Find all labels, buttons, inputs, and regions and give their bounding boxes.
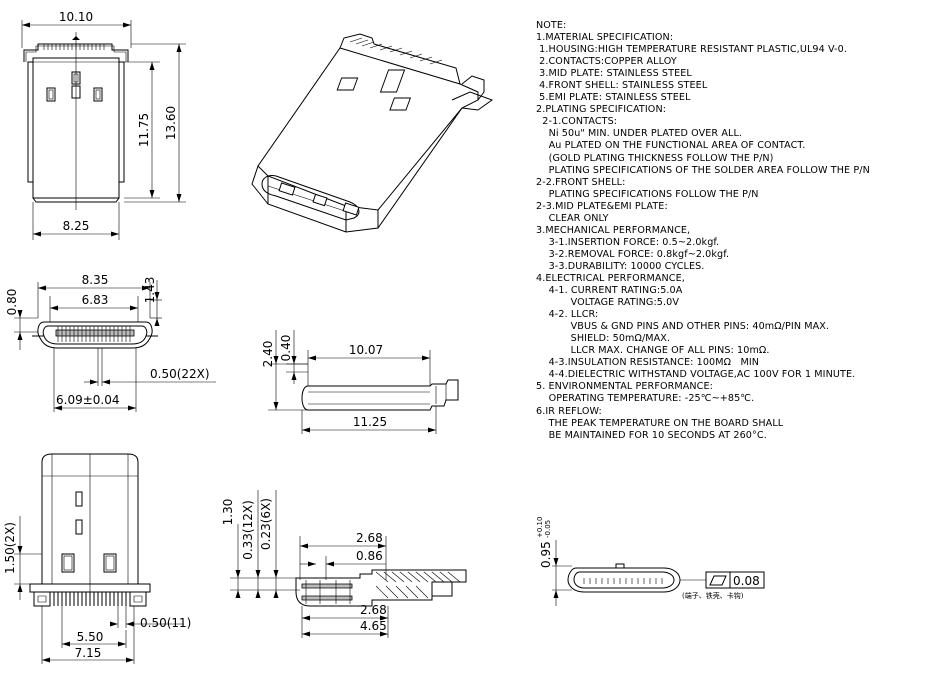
note-line: 2-2.FRONT SHELL: bbox=[536, 176, 626, 188]
top-pins bbox=[43, 44, 105, 50]
dim-side-height-total: 2.40 bbox=[261, 341, 275, 368]
flatness-view: 0.95 +0.10 -0.05 0.08 (端子、铁壳、卡钩) bbox=[536, 517, 765, 606]
dim-front-inner-width: 6.83 bbox=[82, 293, 109, 307]
window-right bbox=[93, 87, 103, 102]
note-line: Au PLATED ON THE FUNCTIONAL AREA OF CONT… bbox=[536, 140, 806, 152]
dim-side-length-bottom: 11.25 bbox=[353, 415, 387, 429]
flatness-value: 0.08 bbox=[733, 574, 760, 588]
dim-section-bottom-a: 2.68 bbox=[360, 603, 387, 617]
dim-flatness-height: 0.95 bbox=[539, 541, 553, 568]
dim-section-bottom-b: 4.65 bbox=[360, 619, 387, 633]
dim-bottom-pitch: 0.50(11) bbox=[140, 616, 191, 630]
dim-flatness-tol-plus: +0.10 bbox=[536, 517, 544, 538]
flatness-note: (端子、铁壳、卡钩) bbox=[682, 591, 744, 600]
note-line: 4-1. CURRENT RATING:5.0A bbox=[536, 285, 683, 297]
side-view: 2.40 0.40 10.07 11.25 bbox=[261, 330, 459, 434]
dim-section-lead-b: 0.23(6X) bbox=[259, 498, 273, 550]
note-line: 4-2. LLCR: bbox=[536, 309, 599, 321]
flatness-icon bbox=[709, 575, 727, 586]
note-line: Ni 50u" MIN. UNDER PLATED OVER ALL. bbox=[536, 128, 743, 140]
note-line: PLATING SPECIFICATIONS OF THE SOLDER ARE… bbox=[536, 164, 870, 176]
note-line: 4.ELECTRICAL PERFORMANCE, bbox=[536, 272, 685, 284]
note-line: SHIELD: 50mΩ/MAX. bbox=[536, 333, 671, 345]
dim-top-width-bottom: 8.25 bbox=[63, 219, 90, 233]
dim-front-pad-span: 6.09±0.04 bbox=[56, 393, 120, 407]
bottom-view: 1.50(2X) 0.50(11) 5.50 7.15 bbox=[3, 453, 191, 664]
note-line: 1.HOUSING:HIGH TEMPERATURE RESISTANT PLA… bbox=[536, 44, 847, 56]
note-line: 2.PLATING SPECIFICATION: bbox=[536, 104, 667, 116]
note-line: VBUS & GND PINS AND OTHER PINS: 40mΩ/PIN… bbox=[536, 321, 830, 333]
dim-top-width: 10.10 bbox=[59, 10, 93, 24]
bottom-pins bbox=[53, 592, 127, 606]
dim-section-top-a: 2.68 bbox=[356, 531, 383, 545]
dim-side-height-step: 0.40 bbox=[279, 335, 293, 362]
dim-bottom-span-inner: 5.50 bbox=[77, 630, 104, 644]
dim-section-lead-a: 0.33(12X) bbox=[241, 500, 255, 560]
note-line: 4-3.INSULATION RESISTANCE: 100MΩ MIN bbox=[536, 357, 760, 369]
dim-front-height-right: 1.43 bbox=[143, 277, 157, 304]
note-line: 5. ENVIRONMENTAL PERFORMANCE: bbox=[536, 381, 713, 393]
bottom-window-right bbox=[103, 553, 117, 573]
note-line: NOTE: bbox=[536, 20, 567, 31]
front-view: 8.35 6.83 0.80 1.43 0.50 bbox=[5, 273, 216, 412]
note-line: 2-3.MID PLATE&EMI PLATE: bbox=[536, 200, 668, 212]
notes-block: NOTE:1.MATERIAL SPECIFICATION: 1.HOUSING… bbox=[536, 20, 940, 442]
dim-top-height-outer: 13.60 bbox=[164, 106, 178, 140]
note-line: BE MAINTAINED FOR 10 SECONDS AT 260°C. bbox=[536, 429, 767, 441]
isometric-view bbox=[251, 33, 494, 233]
note-line: 4.FRONT SHELL: STAINLESS STEEL bbox=[536, 80, 708, 92]
note-line: 3-3.DURABILITY: 10000 CYCLES. bbox=[536, 260, 705, 272]
note-line: 3.MID PLATE: STAINLESS STEEL bbox=[536, 68, 692, 80]
dim-section-top-b: 0.86 bbox=[356, 549, 383, 563]
note-line: 2-1.CONTACTS: bbox=[536, 116, 618, 128]
dim-bottom-tab-height: 1.50(2X) bbox=[3, 522, 17, 574]
note-line: CLEAR ONLY bbox=[536, 212, 609, 224]
window-left bbox=[46, 87, 56, 102]
note-line: 6.IR REFLOW: bbox=[536, 405, 602, 417]
dim-front-outer-width: 8.35 bbox=[82, 273, 109, 287]
note-line: PLATING SPECIFICATIONS FOLLOW THE P/N bbox=[536, 188, 759, 200]
window-center bbox=[71, 71, 81, 85]
section-view: 1.30 0.33(12X) 0.23(6X) 2.68 0.86 2.68 bbox=[221, 490, 467, 638]
dim-front-height-left: 0.80 bbox=[5, 289, 19, 316]
note-line: LLCR MAX. CHANGE OF ALL PINS: 10mΩ. bbox=[536, 345, 770, 357]
note-line: (GOLD PLATING THICKNESS FOLLOW THE P/N) bbox=[536, 152, 774, 164]
dim-top-height-inner: 11.75 bbox=[137, 113, 151, 147]
note-line: 3.MECHANICAL PERFORMANCE, bbox=[536, 224, 691, 236]
note-line: 4-4.DIELECTRIC WITHSTAND VOLTAGE,AC 100V… bbox=[536, 369, 856, 381]
note-line: 3-1.INSERTION FORCE: 0.5~2.0kgf. bbox=[536, 236, 720, 248]
note-line: 1.MATERIAL SPECIFICATION: bbox=[536, 32, 674, 44]
note-line: OPERATING TEMPERATURE: -25℃~+85℃. bbox=[536, 393, 755, 405]
dim-bottom-span-outer: 7.15 bbox=[75, 646, 102, 660]
note-line: 5.EMI PLATE: STAINLESS STEEL bbox=[536, 92, 691, 104]
dim-section-height-total: 1.30 bbox=[221, 499, 235, 526]
flatness-symbol-box bbox=[705, 571, 731, 589]
dim-front-pitch: 0.50(22X) bbox=[150, 367, 210, 381]
bottom-window-left bbox=[61, 553, 75, 573]
dim-flatness-tol-minus: -0.05 bbox=[544, 520, 552, 538]
note-line: VOLTAGE RATING:5.0V bbox=[536, 297, 680, 309]
note-line: 2.CONTACTS:COPPER ALLOY bbox=[536, 56, 677, 68]
dim-side-length-top: 10.07 bbox=[349, 343, 383, 357]
note-line: THE PEAK TEMPERATURE ON THE BOARD SHALL bbox=[536, 417, 784, 429]
top-view: 10.10 11.75 13 bbox=[21, 10, 186, 240]
note-line: 3-2.REMOVAL FORCE: 0.8kgf~2.0kgf. bbox=[536, 248, 730, 260]
